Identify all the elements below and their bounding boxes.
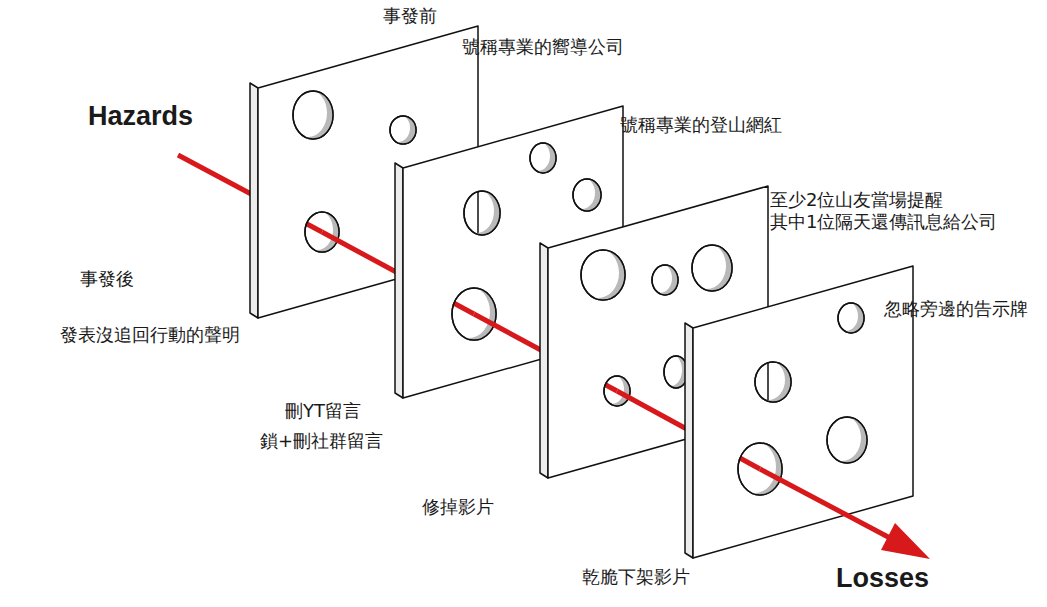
- hole-shade: [577, 248, 625, 300]
- hole-shade: [823, 415, 867, 463]
- hole-shade: [834, 301, 864, 333]
- hole-shade: [301, 210, 339, 252]
- slice-note: 號稱專業的嚮導公司: [462, 36, 624, 58]
- stage-label: Losses: [836, 563, 929, 594]
- stage-label: Hazards: [88, 101, 193, 132]
- hole-shade: [688, 243, 732, 291]
- slice-edge: [685, 323, 693, 558]
- slice-hole: [604, 376, 630, 406]
- hole-shade: [569, 177, 601, 211]
- arrow-head: [881, 523, 930, 559]
- slice-hole: [692, 245, 732, 291]
- hole-shade: [751, 360, 791, 402]
- slice-outline: [685, 266, 915, 566]
- slice-hole: [838, 303, 864, 333]
- hole-shade: [648, 263, 678, 295]
- slice-note: 發表沒追回行動的聲明: [60, 324, 240, 346]
- slice-hole: [464, 191, 500, 235]
- stage-label: 事發後: [80, 267, 134, 291]
- hole-shade: [289, 89, 333, 139]
- slice-hole: [581, 250, 625, 300]
- cheese-slice: 忽略旁邊的告示牌乾脆下架影片: [685, 266, 915, 566]
- slice-hole: [827, 417, 867, 463]
- hole-shade: [386, 114, 416, 144]
- slice-hole: [573, 179, 601, 211]
- slice-note: 忽略旁邊的告示牌: [884, 298, 1028, 320]
- slice-hole: [452, 288, 496, 340]
- hole-shade: [448, 286, 496, 340]
- slice-hole: [305, 212, 339, 252]
- slice-hole: [390, 116, 416, 144]
- slice-note: 鎖+刪社群留言: [260, 430, 383, 452]
- slice-edge: [250, 83, 258, 318]
- slice-face: [693, 266, 913, 558]
- hole-shade: [660, 354, 688, 388]
- slice-hole: [652, 265, 678, 295]
- slice-hole: [293, 91, 333, 139]
- hole-shade: [600, 374, 630, 406]
- slice-note: 乾脆下架影片: [582, 566, 690, 588]
- slice-hole: [755, 362, 791, 402]
- hole-shade: [526, 141, 556, 173]
- slice-edge: [540, 243, 548, 478]
- slice-hole: [738, 443, 782, 495]
- slice-hole: [530, 143, 556, 173]
- slice-edge: [395, 163, 403, 398]
- hole-shade: [734, 441, 782, 495]
- hole-shade: [460, 189, 500, 235]
- slice-note: 號稱專業的登山網紅: [620, 114, 782, 136]
- slice-note: 至少2位山友當場提醒 其中1位隔天還傳訊息給公司: [770, 189, 1045, 233]
- slice-note: 刪YT留言: [285, 400, 361, 422]
- slice-note: 修掉影片: [422, 496, 494, 518]
- stage-label: 事發前: [383, 4, 437, 28]
